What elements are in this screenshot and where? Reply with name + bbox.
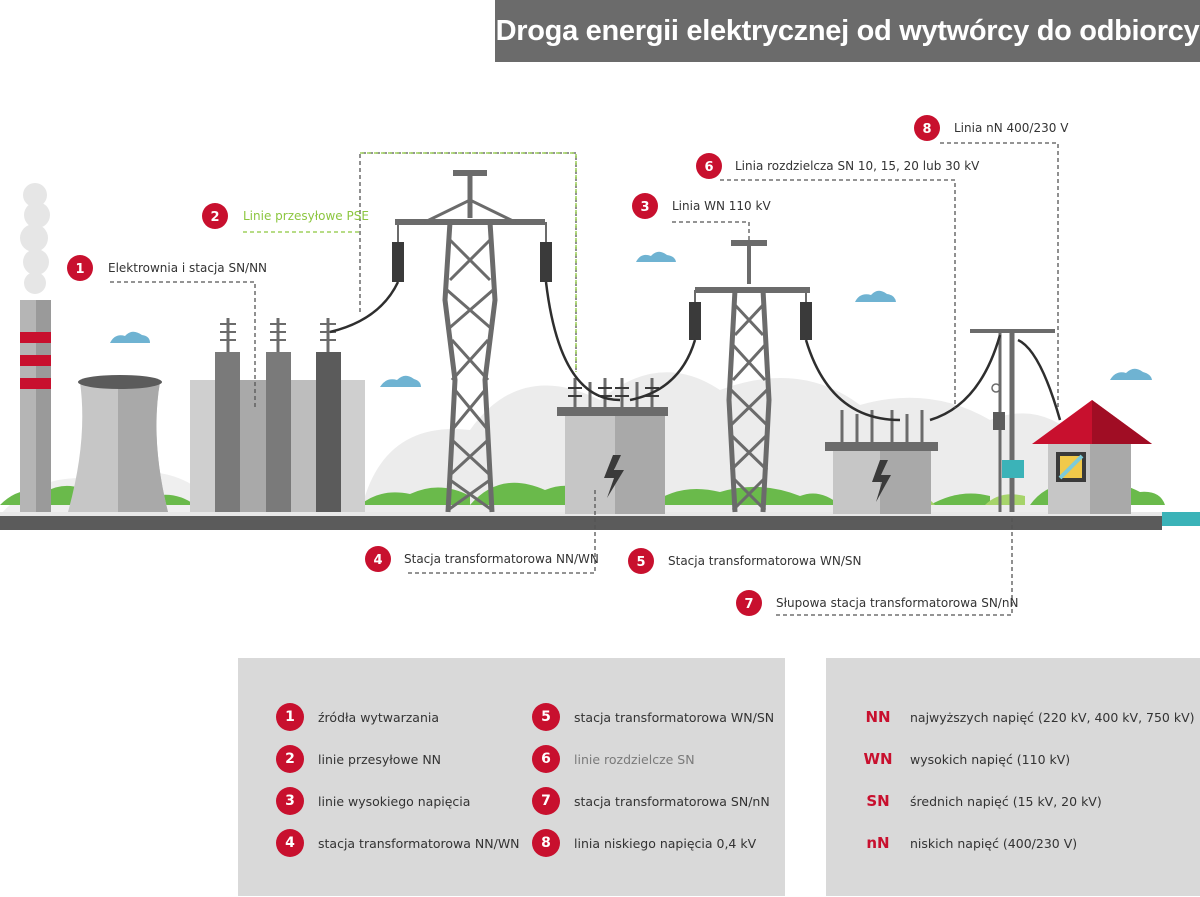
legend-badge: 6 (532, 745, 560, 773)
legend-item: 5 stacja transformatorowa WN/SN (532, 703, 774, 731)
callout-label: Linia WN 110 kV (672, 199, 771, 213)
title-bar: Droga energii elektrycznej od wytwórcy d… (495, 0, 1200, 62)
voltage-item: NN najwyższych napięć (220 kV, 400 kV, 7… (858, 708, 1195, 726)
callout-2: 2 Linie przesyłowe PSE (202, 203, 369, 229)
blue-clouds (110, 251, 1152, 387)
legend-item: 3 linie wysokiego napięcia (276, 787, 470, 815)
legend-badge: 8 (532, 829, 560, 857)
legend-text: stacja transformatorowa SN/nN (574, 793, 770, 809)
callout-number: 7 (744, 597, 753, 612)
callout-badge (696, 153, 722, 179)
ground-line (0, 516, 1162, 530)
voltage-abbr: SN (866, 792, 890, 810)
voltage-item: SN średnich napięć (15 kV, 20 kV) (858, 792, 1102, 810)
voltage-item: nN niskich napięć (400/230 V) (858, 834, 1077, 852)
voltage-text: niskich napięć (400/230 V) (910, 835, 1078, 851)
legend-text: stacja transformatorowa NN/WN (318, 835, 520, 851)
legend-text: linia niskiego napięcia 0,4 kV (574, 835, 757, 851)
legend-text: linie wysokiego napięcia (318, 793, 471, 809)
legend-item: 4 stacja transformatorowa NN/WN (276, 829, 520, 857)
power-lines (329, 281, 1062, 422)
callout-3: 3 Linia WN 110 kV (632, 193, 771, 219)
callout-5: 5 Stacja transformatorowa WN/SN (628, 548, 861, 574)
callout-number: 3 (640, 200, 649, 215)
callout-4: 4 Stacja transformatorowa NN/WN (365, 546, 599, 572)
callout-label: Linia nN 400/230 V (954, 121, 1069, 135)
callout-label: Stacja transformatorowa WN/SN (668, 554, 861, 568)
legend-item: 2 linie przesyłowe NN (276, 745, 441, 773)
legend-badge: 7 (532, 787, 560, 815)
legend-badge: 3 (276, 787, 304, 815)
voltage-item: WN wysokich napięć (110 kV) (858, 750, 1070, 768)
callout-badge (67, 255, 93, 281)
callout-label: Stacja transformatorowa NN/WN (404, 552, 599, 566)
callout-label: Linia rozdzielcza SN 10, 15, 20 lub 30 k… (735, 159, 980, 173)
smoke (20, 183, 50, 294)
voltage-abbr: NN (865, 708, 891, 726)
callout-number: 4 (373, 553, 382, 568)
house (1032, 400, 1152, 514)
legend-item: 8 linia niskiego napięcia 0,4 kV (532, 829, 756, 857)
energy-path-illustration: 1 Elektrownia i stacja SN/NN 2 Linie prz… (0, 115, 1200, 616)
callout-7: 7 Słupowa stacja transformatorowa SN/nN (736, 590, 1018, 616)
callout-badge (632, 193, 658, 219)
callout-badge (365, 546, 391, 572)
voltage-abbr: WN (863, 750, 893, 768)
legend-badge: 2 (276, 745, 304, 773)
legend-item: 1 źródła wytwarzania (276, 703, 439, 731)
transmission-tower-wn (689, 240, 812, 513)
substation-nn-wn (557, 378, 668, 514)
callout-number: 1 (75, 262, 84, 277)
callout-8: 8 Linia nN 400/230 V (914, 115, 1069, 141)
legend-text: źródła wytwarzania (318, 709, 440, 725)
voltage-text: średnich napięć (15 kV, 20 kV) (910, 793, 1102, 809)
leader-line-pse (243, 152, 577, 372)
callout-badge (914, 115, 940, 141)
callout-1: 1 Elektrownia i stacja SN/NN (67, 255, 267, 281)
substation-wn-sn (825, 410, 938, 514)
page-title: Droga energii elektrycznej od wytwórcy d… (495, 14, 1200, 47)
callout-number: 2 (210, 210, 219, 225)
callout-6: 6 Linia rozdzielcza SN 10, 15, 20 lub 30… (696, 153, 980, 179)
voltage-abbr: nN (866, 834, 890, 852)
legend-badge: 1 (276, 703, 304, 731)
pole-transformer (970, 329, 1055, 512)
callout-badge (736, 590, 762, 616)
legend-text: stacja transformatorowa WN/SN (574, 709, 775, 725)
transmission-tower-nn (392, 170, 552, 513)
legend-badge: 4 (276, 829, 304, 857)
callout-label: Słupowa stacja transformatorowa SN/nN (776, 596, 1018, 610)
callout-badge (202, 203, 228, 229)
voltage-text: najwyższych napięć (220 kV, 400 kV, 750 … (910, 709, 1195, 725)
callout-badge (628, 548, 654, 574)
voltage-legend-panel: NN najwyższych napięć (220 kV, 400 kV, 7… (826, 658, 1200, 896)
callout-label: Elektrownia i stacja SN/NN (108, 261, 267, 275)
legend-text: linie rozdzielcze SN (574, 751, 695, 767)
legend-item: 7 stacja transformatorowa SN/nN (532, 787, 770, 815)
legend-panel: 1 źródła wytwarzania 2 linie przesyłowe … (238, 658, 785, 896)
callout-label: Linie przesyłowe PSE (243, 209, 369, 223)
legend-item: 6 linie rozdzielcze SN (532, 745, 695, 773)
callout-number: 5 (636, 555, 645, 570)
callout-number: 6 (704, 160, 713, 175)
water-edge (1162, 512, 1200, 526)
power-plant (20, 183, 365, 512)
callout-number: 8 (922, 122, 931, 137)
voltage-text: wysokich napięć (110 kV) (910, 751, 1071, 767)
legend-badge: 5 (532, 703, 560, 731)
legend-text: linie przesyłowe NN (318, 751, 442, 767)
